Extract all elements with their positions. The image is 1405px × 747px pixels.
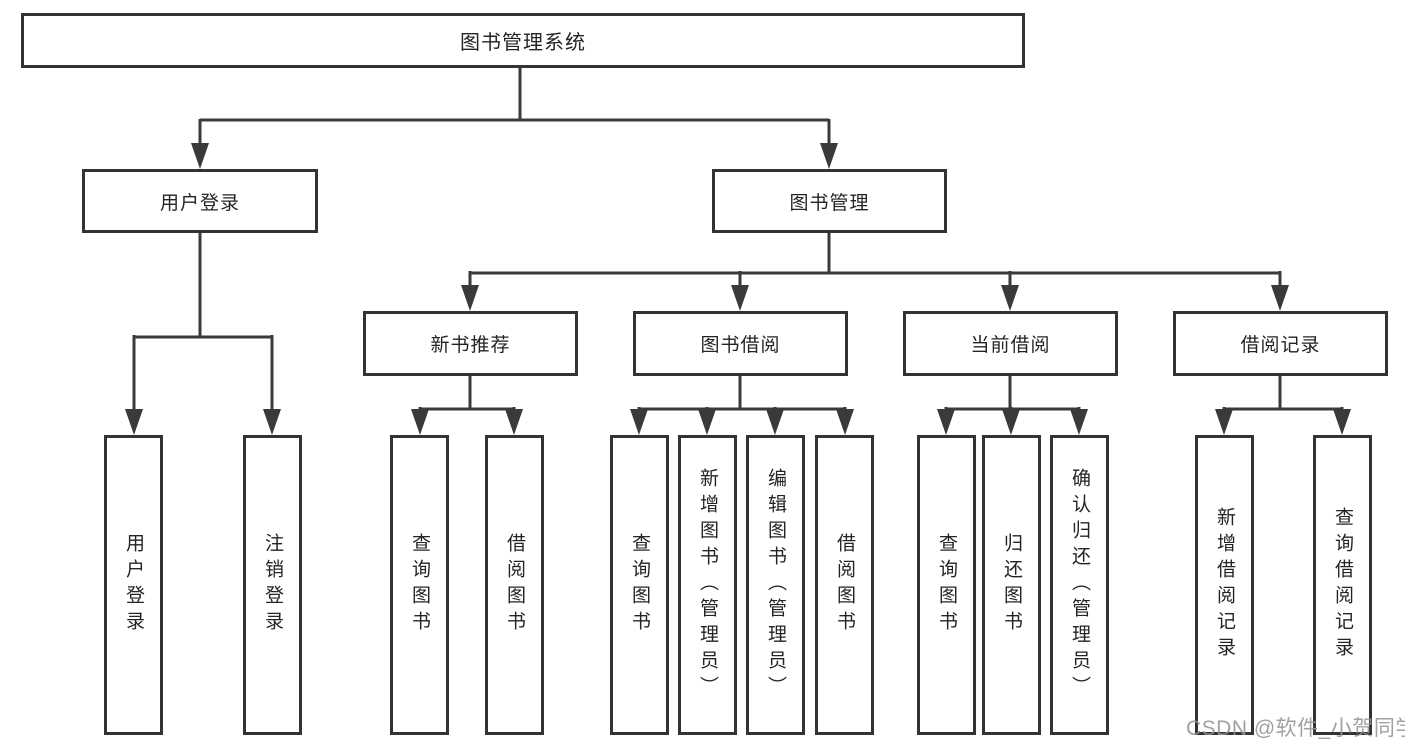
leaf-newbook-search-books: 查询图书 xyxy=(390,435,449,735)
node-book-management: 图书管理 xyxy=(712,169,947,233)
leaf-current-return-books: 归还图书 xyxy=(982,435,1041,735)
leaf-label: 用户登录 xyxy=(123,533,144,637)
arrowheads xyxy=(125,143,1351,435)
watermark: CSDN @软件_小贺同学 xyxy=(1186,717,1405,740)
node-book-borrowing: 图书借阅 xyxy=(633,311,848,376)
leaf-records-add-borrow-record: 新增借阅记录 xyxy=(1195,435,1254,735)
leaf-records-search-borrow-record: 查询借阅记录 xyxy=(1313,435,1372,735)
leaf-label: 编辑图书（管理员） xyxy=(765,468,786,702)
leaf-label: 查询图书 xyxy=(409,533,430,637)
leaf-label: 借阅图书 xyxy=(504,533,525,637)
node-borrow-records: 借阅记录 xyxy=(1173,311,1388,376)
leaf-logout: 注销登录 xyxy=(243,435,302,735)
leaf-borrowing-edit-book-admin: 编辑图书（管理员） xyxy=(746,435,805,735)
leaf-label: 借阅图书 xyxy=(834,533,855,637)
leaf-user-login: 用户登录 xyxy=(104,435,163,735)
leaf-label: 注销登录 xyxy=(262,533,283,637)
node-new-book-recommendation: 新书推荐 xyxy=(363,311,578,376)
leaf-label: 查询图书 xyxy=(629,533,650,637)
node-library-management-system: 图书管理系统 xyxy=(21,13,1025,68)
leaf-label: 查询借阅记录 xyxy=(1332,507,1353,663)
leaf-label: 确认归还（管理员） xyxy=(1069,468,1090,702)
leaf-label: 查询图书 xyxy=(936,533,957,637)
node-current-borrowing: 当前借阅 xyxy=(903,311,1118,376)
leaf-borrowing-add-book-admin: 新增图书（管理员） xyxy=(678,435,737,735)
leaf-label: 新增借阅记录 xyxy=(1214,507,1235,663)
leaf-label: 归还图书 xyxy=(1001,533,1022,637)
leaf-current-search-books: 查询图书 xyxy=(917,435,976,735)
leaf-borrowing-search-books: 查询图书 xyxy=(610,435,669,735)
leaf-borrowing-borrow-books: 借阅图书 xyxy=(815,435,874,735)
leaf-current-confirm-return-admin: 确认归还（管理员） xyxy=(1050,435,1109,735)
node-user-login: 用户登录 xyxy=(82,169,318,233)
leaf-newbook-borrow-books: 借阅图书 xyxy=(485,435,544,735)
leaf-label: 新增图书（管理员） xyxy=(697,468,718,702)
